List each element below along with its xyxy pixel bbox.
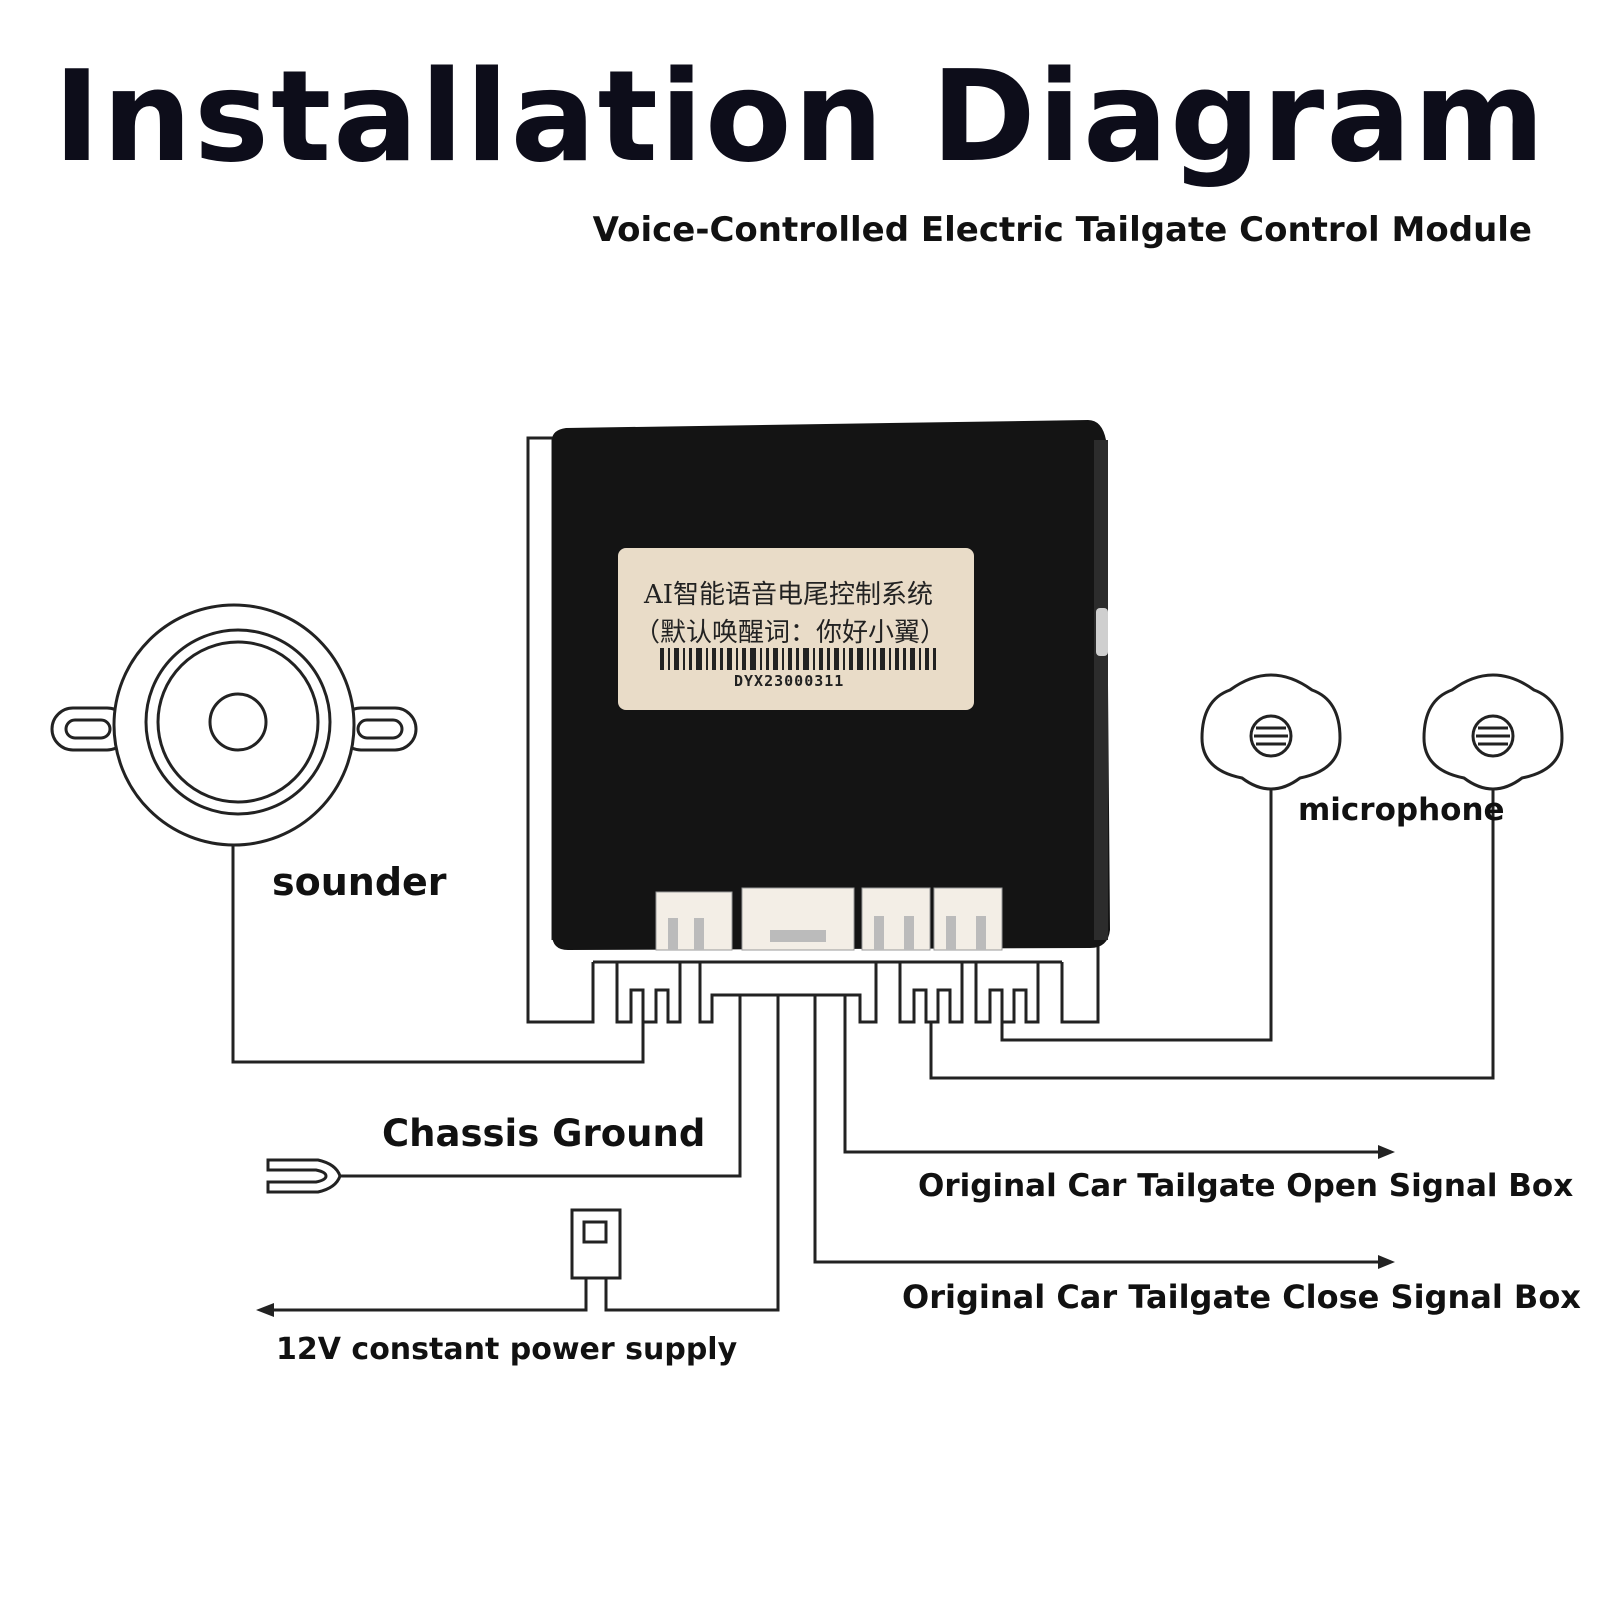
connector-1-pins [615, 962, 682, 1024]
close-signal-label: Original Car Tailgate Close Signal Box [902, 1278, 1581, 1316]
ground-fork-icon [266, 1158, 356, 1194]
sounder-icon [50, 603, 418, 847]
wire-close-signal [813, 995, 1380, 1264]
fuse-icon [570, 1208, 622, 1280]
connector-4-pins [974, 962, 1040, 1024]
wire-power-supply-out [268, 1278, 588, 1312]
sounder-label: sounder [272, 860, 447, 904]
module-connectors [655, 887, 1003, 951]
wire-power-supply [604, 995, 780, 1312]
wire-sounder [231, 842, 645, 1064]
connector-2-housing [698, 962, 878, 1024]
page-title: Installation Diagram [53, 43, 1547, 190]
power-supply-label: 12V constant power supply [276, 1332, 738, 1367]
microphone-label: microphone [1298, 792, 1505, 828]
chassis-ground-label: Chassis Ground [382, 1112, 706, 1155]
wire-chassis-ground [356, 995, 742, 1178]
wire-microphone-2 [929, 786, 1495, 1080]
barcode [660, 648, 936, 670]
connector-3-pins [898, 962, 964, 1024]
wire-microphone-1 [1000, 786, 1273, 1042]
wire-open-signal [843, 995, 1380, 1154]
side-button [1096, 608, 1108, 656]
control-module [552, 420, 1110, 951]
arrow-icon [256, 1145, 1395, 1317]
page-subtitle: Voice-Controlled Electric Tailgate Contr… [592, 210, 1532, 250]
open-signal-label: Original Car Tailgate Open Signal Box [918, 1168, 1574, 1204]
module-label-line2: （默认唤醒词：你好小翼） [634, 618, 947, 648]
module-label-line1: AI智能语音电尾控制系统 [644, 580, 934, 610]
microphone-icon [1200, 673, 1342, 791]
microphone-icon [1422, 673, 1564, 791]
module-serial: DYX23000311 [734, 672, 845, 690]
